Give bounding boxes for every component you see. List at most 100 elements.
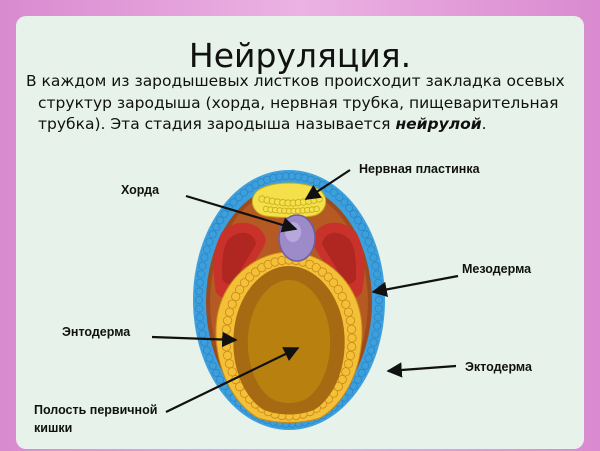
cell	[357, 223, 366, 232]
cell	[369, 338, 378, 347]
cell	[371, 330, 380, 339]
cell	[372, 321, 381, 330]
cell	[340, 198, 349, 207]
cell	[346, 324, 357, 334]
cell	[313, 205, 320, 213]
cell	[234, 193, 243, 202]
paragraph-suffix: .	[481, 115, 487, 133]
arrow-mesoderm	[371, 274, 459, 298]
cell	[205, 237, 214, 246]
cell	[195, 304, 204, 313]
cell	[202, 346, 211, 355]
neural-plate-cells	[258, 195, 323, 215]
arrow-notochord	[185, 194, 298, 233]
cell	[374, 295, 383, 304]
mesoderm-right-inner	[322, 232, 356, 285]
cell	[323, 272, 333, 282]
cell	[353, 216, 362, 225]
cell	[337, 374, 347, 385]
cell	[224, 359, 235, 369]
cell	[208, 361, 217, 370]
cell	[223, 350, 233, 360]
cell	[239, 188, 248, 197]
cell	[202, 245, 211, 254]
cell	[374, 278, 383, 287]
cell	[195, 313, 204, 322]
cell	[235, 284, 245, 294]
cell	[216, 375, 225, 384]
notochord-highlight	[285, 222, 301, 242]
cell	[329, 188, 338, 197]
cell	[196, 270, 205, 279]
cell	[353, 375, 362, 384]
cell	[227, 299, 237, 309]
gut-cavity-inner	[247, 280, 331, 403]
cell	[315, 195, 323, 203]
cell	[224, 307, 235, 317]
cell	[369, 253, 378, 262]
cell	[343, 359, 354, 369]
cell	[198, 261, 207, 270]
cell	[195, 278, 204, 287]
cell	[361, 361, 370, 370]
cell	[231, 291, 241, 302]
cell	[208, 230, 217, 239]
cell	[194, 295, 203, 304]
cell	[364, 237, 373, 246]
cell	[343, 307, 354, 317]
cell	[212, 368, 221, 377]
label-gut-cavity-line2: кишки	[34, 421, 72, 435]
cell	[367, 245, 376, 254]
cell	[245, 184, 254, 193]
slide-paragraph: В каждом из зародышевых листков происход…	[26, 71, 571, 136]
cell	[227, 367, 237, 377]
cell	[374, 313, 383, 322]
cell	[328, 278, 339, 288]
mesoderm-left-inner	[222, 232, 256, 285]
cell	[371, 261, 380, 270]
cell	[337, 291, 347, 302]
arrow-gut-cavity	[165, 347, 300, 413]
cell	[220, 209, 229, 218]
arrow-neural-plate	[304, 169, 351, 200]
paragraph-emphasis: нейрулой	[395, 115, 482, 133]
cell	[221, 324, 231, 334]
cell	[195, 287, 204, 296]
cell	[372, 270, 381, 279]
arrow-ectoderm	[386, 362, 457, 378]
slide-title: Нейруляция.	[188, 36, 412, 75]
cell	[196, 321, 205, 330]
cell	[345, 350, 355, 360]
label-endoderm: Энтодерма	[62, 325, 131, 339]
cell	[364, 354, 373, 363]
paragraph-text: В каждом из зародышевых листков происход…	[26, 72, 565, 133]
cell	[221, 342, 231, 352]
cell	[311, 263, 321, 273]
cell	[200, 253, 209, 262]
cell	[212, 223, 221, 232]
cell	[345, 203, 354, 212]
cell	[347, 333, 357, 343]
cell	[345, 315, 355, 326]
label-neural-plate: Нервная пластинка	[359, 162, 481, 176]
cell	[349, 382, 358, 391]
cell	[367, 346, 376, 355]
cell	[335, 193, 344, 202]
cell	[374, 304, 383, 313]
cell	[346, 342, 357, 352]
label-notochord: Хорда	[121, 183, 160, 197]
arrow-endoderm	[151, 331, 238, 348]
cell	[198, 330, 207, 339]
cell	[239, 278, 250, 288]
cell	[229, 198, 238, 207]
cell	[317, 267, 328, 277]
cell	[341, 367, 351, 377]
label-gut-cavity-line1: Полость первичной	[34, 403, 157, 417]
cell	[250, 267, 261, 277]
cell	[361, 230, 370, 239]
cell	[357, 368, 366, 377]
label-ectoderm: Эктодерма	[465, 360, 533, 374]
cell	[341, 299, 351, 309]
cell	[221, 333, 231, 343]
cell	[333, 284, 343, 294]
